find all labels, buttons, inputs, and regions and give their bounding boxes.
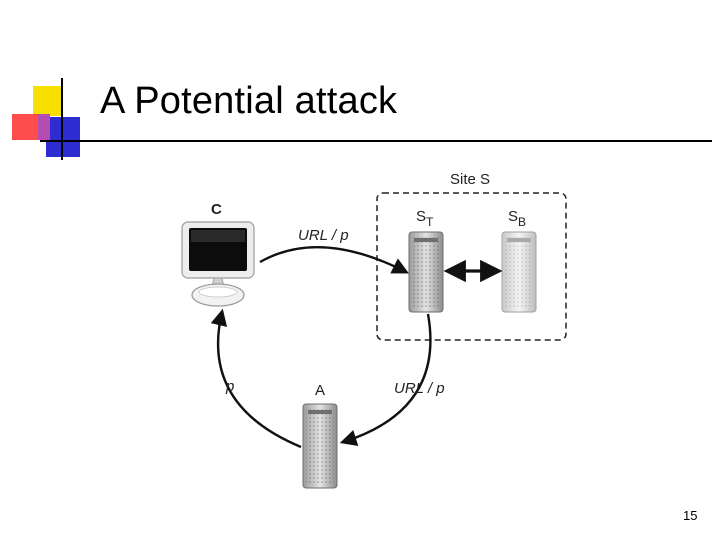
edge-client-to-st: [259, 246, 409, 274]
edge-st-to-attacker-label: URL / p: [394, 380, 445, 397]
attacker-server-icon: [302, 403, 338, 489]
edge-attacker-to-client: [210, 308, 302, 449]
server-st-main: S: [416, 208, 426, 225]
server-sb-sub: B: [518, 215, 526, 229]
server-sb-main: S: [508, 208, 518, 225]
server-sb-icon: [501, 231, 537, 313]
deco-yellow-square: [33, 86, 61, 116]
deco-pink-overlay: [38, 114, 50, 140]
site-boundary: [376, 192, 567, 341]
title-decoration: [12, 78, 712, 160]
server-sb-label: SB: [508, 208, 526, 229]
server-st-icon: [408, 231, 444, 313]
slide-title: A Potential attack: [100, 80, 398, 122]
server-st-sub: T: [426, 215, 434, 229]
site-label: Site S: [450, 171, 490, 188]
page-number: 15: [683, 508, 698, 523]
server-st-label: ST: [416, 208, 434, 229]
attacker-label: A: [315, 382, 325, 399]
client-computer-icon: [181, 221, 255, 307]
edge-st-to-attacker: [339, 313, 432, 446]
client-label: C: [211, 201, 222, 218]
edge-client-to-st-label: URL / p: [298, 227, 349, 244]
edge-attacker-to-client-label: p: [225, 378, 234, 395]
